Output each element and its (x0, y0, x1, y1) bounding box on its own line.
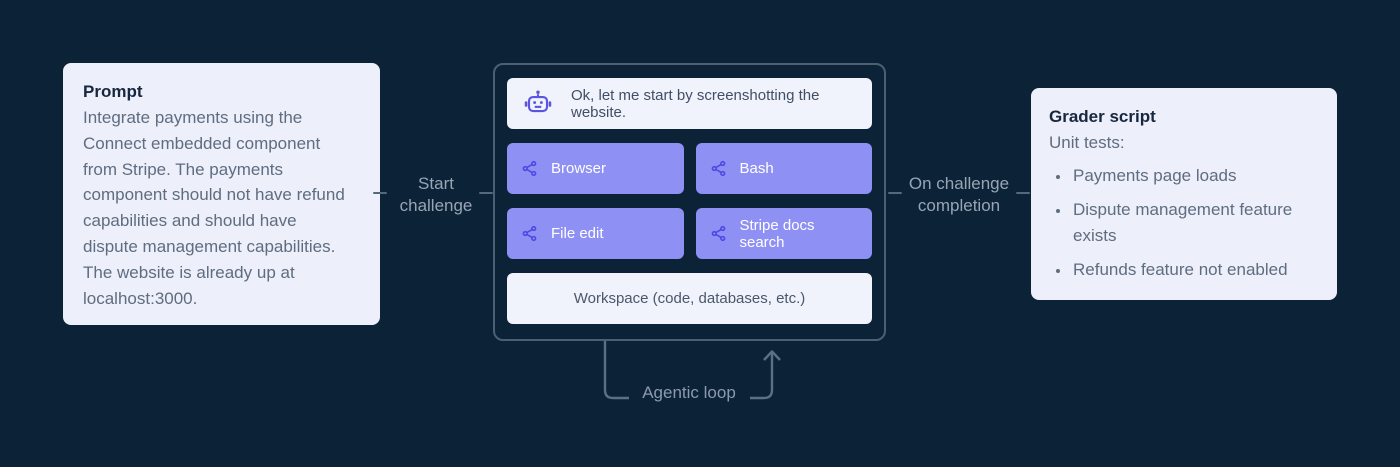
agent-message-card: Ok, let me start by screenshotting the w… (507, 78, 872, 129)
tool-button-label: File edit (551, 225, 604, 242)
arrow-up-icon (763, 350, 781, 361)
tool-button-label: Browser (551, 160, 607, 177)
agent-loop-box: Ok, let me start by screenshotting the w… (493, 63, 886, 341)
workspace-card: Workspace (code, databases, etc.) (507, 273, 872, 324)
prompt-body: Integrate payments using the Connect emb… (83, 108, 345, 308)
share-icon (710, 160, 727, 177)
tool-button-browser[interactable]: Browser (507, 143, 684, 194)
unit-test-item: Payments page loads (1071, 163, 1297, 189)
tool-row-1: Browser Bash (507, 143, 872, 194)
connector-dash (888, 192, 902, 194)
tool-button-file-edit[interactable]: File edit (507, 208, 684, 259)
unit-tests-list: Payments page loads Dispute management f… (1049, 163, 1297, 283)
share-icon (521, 160, 538, 177)
unit-test-item: Dispute management feature exists (1071, 197, 1297, 249)
tool-button-label: Bash (739, 160, 774, 177)
completion-label: On challenge completion (908, 174, 1010, 215)
connector-dash (373, 192, 387, 194)
tool-button-stripe-docs-search[interactable]: Stripe docs search (695, 208, 872, 259)
tool-button-label: Stripe docs search (739, 216, 815, 251)
prompt-title: Prompt (83, 82, 143, 101)
share-icon (710, 225, 727, 242)
grader-script-card: Grader script Unit tests: Payments page … (1031, 88, 1337, 300)
prompt-card: Prompt Integrate payments using the Conn… (63, 63, 380, 325)
connector-dash (479, 192, 493, 194)
start-challenge-label: Start challenge (399, 174, 473, 215)
agent-message-text: Ok, let me start by screenshotting the w… (571, 86, 820, 121)
tool-row-2: File edit Stripe docs search (507, 208, 872, 259)
robot-icon (523, 89, 553, 119)
share-icon (521, 225, 538, 242)
grader-subtitle: Unit tests: (1049, 133, 1125, 152)
grader-title: Grader script (1049, 107, 1156, 126)
connector-dash (1016, 192, 1030, 194)
unit-test-item: Refunds feature not enabled (1071, 257, 1297, 283)
agentic-loop-label: Agentic loop (642, 383, 736, 402)
workspace-label: Workspace (code, databases, etc.) (573, 290, 806, 307)
tool-button-bash[interactable]: Bash (695, 143, 872, 194)
agentic-loop-connector (603, 341, 781, 400)
